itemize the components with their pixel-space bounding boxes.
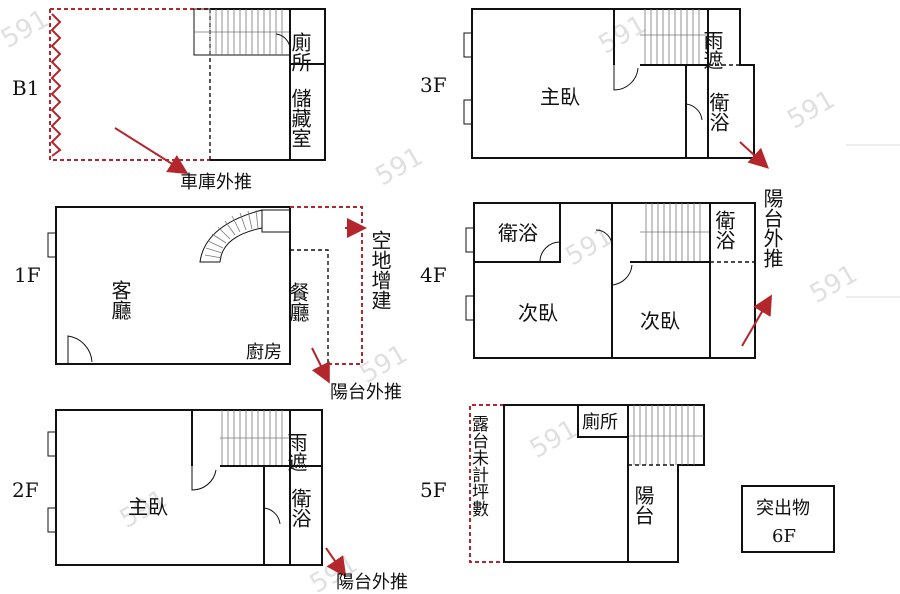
b1-stairs	[193, 8, 291, 56]
watermark-text: 591	[805, 259, 863, 310]
open-space-label: 空地增建	[368, 230, 392, 310]
balcony-extend-label-1f: 陽台外推	[330, 382, 402, 403]
f1-dining-label: 餐廳	[286, 282, 310, 322]
balcony-extend-arrow-2f	[325, 547, 347, 578]
f5-stairs	[627, 405, 704, 562]
protrusion-floor-label: 6F	[772, 526, 796, 547]
watermark-text: 591	[371, 141, 429, 192]
f5-toilet-label: 廁所	[582, 411, 618, 433]
watermark-text: 591	[561, 221, 619, 272]
protrusion-legend: 突出物 6F	[741, 485, 835, 553]
floor-label-4f: 4F	[420, 263, 447, 287]
f1-curved-stairs	[199, 209, 291, 263]
balcony-extend-label-34f: 陽台外推	[760, 188, 784, 268]
garage-extend-arrow	[114, 127, 189, 175]
f3-master-label: 主臥	[540, 85, 580, 109]
floor-5f-plan: 5F 廁所 陽台 露台未計坪數	[420, 404, 705, 563]
garage-extend-label: 車庫外推	[180, 172, 252, 193]
f1-living-label: 客廳	[108, 280, 132, 320]
f5-terrace-label: 露台未計坪數	[468, 415, 489, 517]
b1-toilet-label: 廁所	[288, 32, 312, 72]
terrace-outline	[469, 404, 504, 563]
f2-bath-label: 衛浴	[288, 488, 312, 528]
balcony-extend-arrow-1f	[311, 347, 330, 384]
floor-2f-plan: 2F 雨遮 主臥 衛浴 陽台外推	[12, 409, 408, 593]
f3-canopy-label: 雨遮	[700, 30, 724, 70]
f2-stairs	[191, 410, 322, 467]
b1-storage-label: 儲藏室	[288, 88, 312, 148]
protrusion-label: 突出物	[756, 498, 810, 519]
margin-lines	[846, 144, 900, 298]
watermark-text: 591	[525, 414, 583, 465]
f3-bath-label: 衛浴	[706, 92, 730, 132]
floor-label-1f: 1F	[14, 263, 41, 287]
garage-door-zigzag	[50, 13, 62, 157]
f5-balcony-label: 陽台	[631, 485, 655, 525]
watermark-text: 591	[782, 85, 840, 136]
balcony-extend-arrow-3f	[739, 141, 769, 169]
floor-3f-plan: 3F 雨遮 主臥 衛浴 陽台外推	[420, 8, 784, 268]
floor-1f-plan: 1F 空地增建 客廳 餐廳 廚房 陽台外推	[14, 206, 402, 403]
floor-label-2f: 2F	[12, 478, 39, 502]
f4-second2-label: 次臥	[640, 309, 680, 333]
f4-bath2-label: 衛浴	[712, 210, 736, 250]
watermark-text: 591	[0, 4, 54, 55]
floor-4f-plan: 4F 衛浴 衛浴 次臥 次臥	[420, 202, 773, 359]
floor-b1-plan: B1 廁所 儲藏室 車庫外推	[12, 8, 326, 193]
f2-master-label: 主臥	[128, 495, 168, 519]
f3-outline	[471, 8, 755, 159]
floor-label-3f: 3F	[420, 73, 447, 97]
floor-label-5f: 5F	[420, 478, 447, 502]
open-space-extension-outline	[290, 206, 363, 365]
f2-canopy-label: 雨遮	[284, 432, 308, 472]
f4-second1-label: 次臥	[518, 301, 558, 325]
f4-bath1-label: 衛浴	[498, 221, 538, 245]
balcony-extend-arrow-4f	[741, 294, 773, 347]
garage-extension-outline	[49, 8, 210, 161]
f1-kitchen-label: 廚房	[246, 341, 282, 363]
balcony-extend-label-2f: 陽台外推	[336, 572, 408, 593]
f1-outline	[55, 206, 291, 365]
f4-stairs	[611, 203, 710, 358]
f3-stairs	[613, 9, 708, 66]
floor-label-b1: B1	[12, 76, 39, 100]
